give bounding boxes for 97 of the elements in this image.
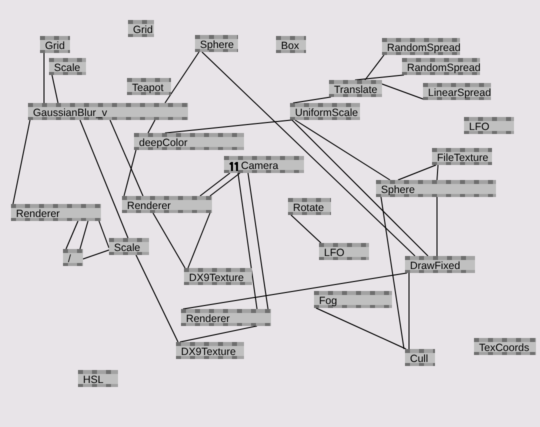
node-box	[314, 291, 392, 308]
wire	[238, 172, 258, 310]
node-box	[181, 309, 271, 326]
node-box	[128, 20, 154, 37]
node-box	[28, 103, 188, 120]
node-box	[134, 133, 244, 150]
node-box	[288, 198, 331, 215]
node-label: Cull	[410, 354, 428, 364]
node-label: DX9Texture	[189, 272, 244, 284]
node-label: /	[68, 254, 71, 264]
node-box	[329, 80, 382, 97]
wire	[110, 120, 144, 196]
wire	[80, 220, 88, 250]
wire	[82, 250, 110, 260]
wire	[124, 150, 136, 196]
wire	[380, 196, 404, 350]
node-box	[11, 204, 101, 221]
node-box	[474, 338, 536, 355]
node-box	[224, 156, 304, 173]
wire	[200, 172, 230, 196]
node-box	[464, 117, 514, 134]
node-box	[382, 38, 460, 55]
wire	[292, 120, 428, 256]
node-label: TexCoords	[479, 342, 530, 354]
node-label: LinearSpread	[428, 88, 492, 98]
node-label: GaussianBlur_v	[33, 108, 108, 118]
wire	[436, 164, 438, 180]
node-box	[127, 78, 171, 95]
wire	[210, 172, 240, 196]
node-label: Sphere	[200, 40, 234, 50]
node-box	[109, 238, 149, 255]
wire	[436, 196, 438, 256]
wire	[12, 120, 30, 204]
node-label: Scale	[114, 242, 140, 254]
node-box	[423, 83, 491, 100]
node-label: LFO	[469, 122, 490, 132]
wire	[202, 52, 416, 256]
node-box	[184, 268, 252, 285]
node-label: Fog	[319, 296, 338, 306]
node-label: Grid	[45, 40, 65, 52]
wire	[364, 54, 384, 80]
node-box	[402, 58, 480, 75]
node-label: Renderer	[127, 200, 171, 212]
wire	[294, 120, 390, 180]
wire	[152, 212, 186, 268]
node-box	[376, 180, 496, 197]
node-label: Scale	[54, 62, 80, 74]
wire	[52, 74, 58, 104]
node-box	[63, 249, 83, 266]
wire	[316, 308, 406, 350]
node-label: UniformScale	[295, 108, 358, 118]
wire	[248, 172, 268, 310]
node-label: Camera	[241, 160, 278, 172]
node-label: HSL	[83, 374, 104, 386]
wire	[98, 220, 110, 248]
node-label: Renderer	[186, 314, 230, 324]
node-box	[122, 196, 212, 213]
wire	[382, 84, 424, 100]
node-label: Rotate	[293, 202, 324, 214]
node-label: Translate	[334, 84, 378, 96]
node-label: LFO	[324, 248, 344, 258]
wire	[292, 96, 332, 104]
node-label: RandomSpread	[387, 42, 461, 54]
wire	[398, 164, 436, 180]
wire	[188, 212, 210, 268]
node-label: Renderer	[16, 208, 60, 220]
node-label: RandomSpread	[407, 62, 481, 74]
wire	[290, 214, 322, 244]
node-box	[290, 103, 360, 120]
wire	[164, 120, 292, 134]
wire	[408, 272, 410, 350]
wire	[66, 220, 78, 250]
wire	[148, 120, 156, 134]
node-label: FileTexture	[437, 152, 488, 164]
wire	[180, 326, 258, 342]
node-label: Sphere	[381, 184, 415, 196]
node-label: deepColor	[139, 138, 188, 148]
node-box	[276, 36, 306, 53]
node-box	[405, 349, 435, 366]
node-label: Box	[281, 40, 300, 52]
node-label: Teapot	[132, 82, 164, 94]
node-box	[49, 58, 86, 75]
node-label: DX9Texture	[181, 346, 236, 358]
node-box	[195, 35, 238, 52]
node-box	[405, 256, 475, 273]
wire	[164, 52, 200, 104]
wire	[182, 272, 408, 310]
node-label: DrawFixed	[410, 260, 460, 272]
node-box	[40, 36, 70, 53]
node-box	[78, 370, 118, 387]
wire	[80, 120, 128, 238]
node-box	[432, 148, 492, 165]
node-label: Grid	[133, 24, 153, 36]
wire	[354, 74, 404, 80]
node-box	[319, 243, 369, 260]
node-box	[176, 342, 244, 359]
wire	[136, 254, 178, 342]
